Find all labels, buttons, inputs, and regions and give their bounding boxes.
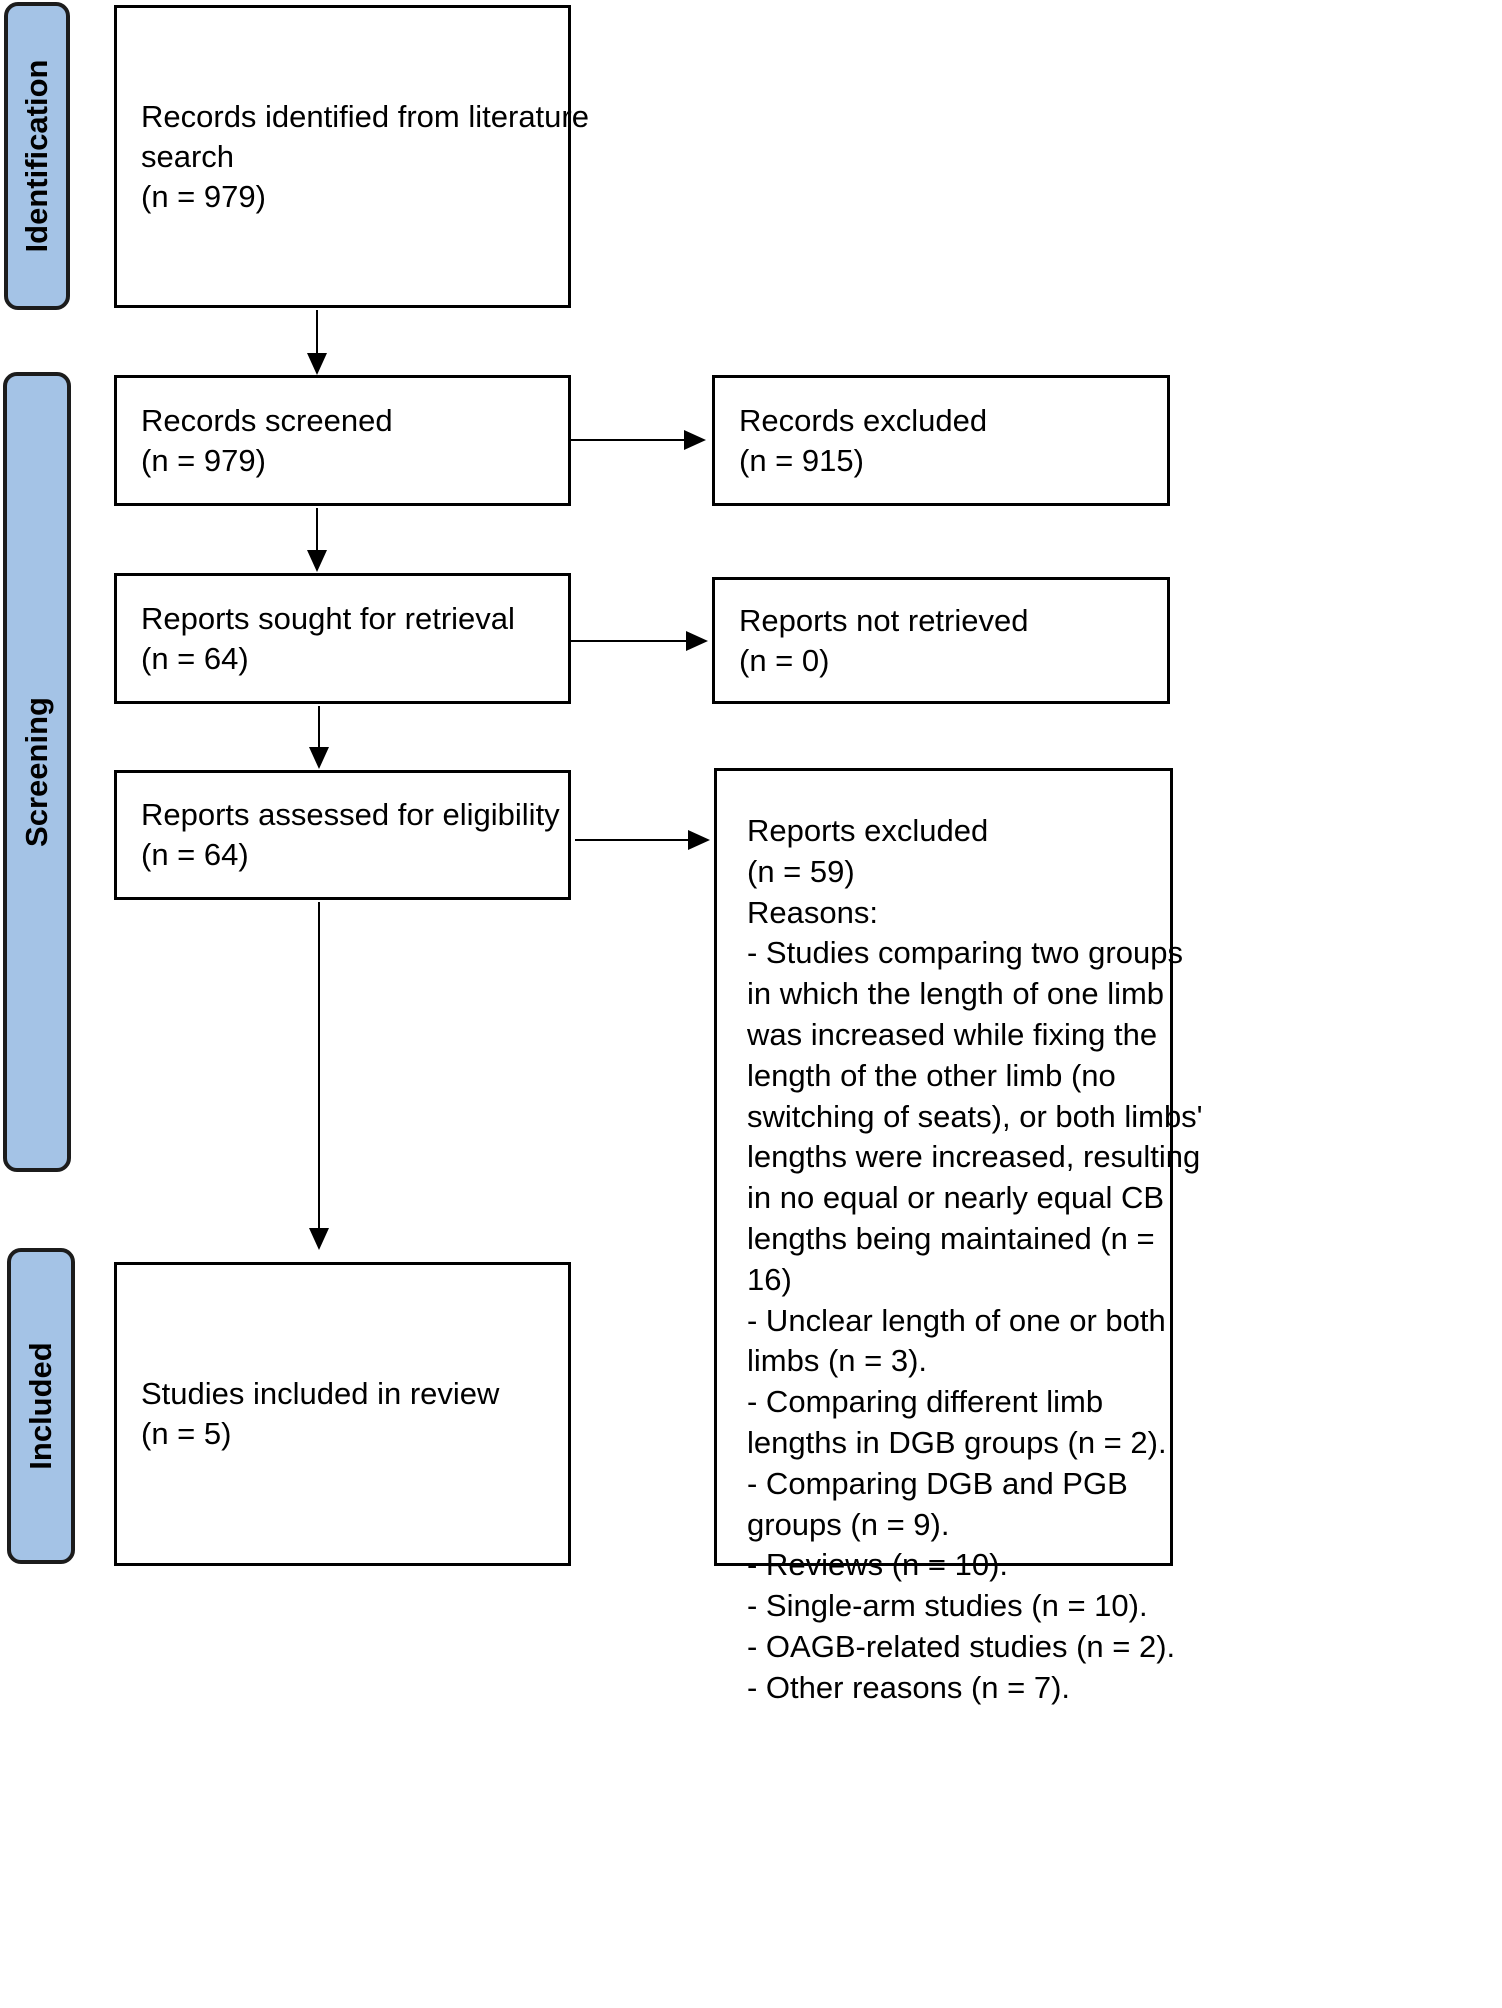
- phase-identification: Identification: [4, 2, 70, 310]
- reports-excluded-line: (n = 59): [747, 853, 855, 889]
- reports-excluded-line: Reports excluded: [747, 813, 989, 848]
- studies-included-count: (n = 5): [141, 1416, 232, 1451]
- arrowhead-sought-to-not-retrieved: [686, 631, 708, 651]
- reports-excluded-line: lengths in DGB groups (n = 2).: [747, 1424, 1167, 1460]
- reports-excluded-line: - Single-arm studies (n = 10).: [747, 1588, 1148, 1624]
- reports-excluded-line: switching of seats), or both limbs': [747, 1098, 1203, 1134]
- reports-assessed-box: Reports assessed for eligibility (n = 64…: [114, 770, 571, 900]
- records-excluded-title: Records excluded: [739, 402, 988, 438]
- reports-excluded-box: Reports excluded (n = 59) Reasons: - Stu…: [714, 768, 1203, 1705]
- records-screened-title: Records screened: [141, 402, 393, 438]
- reports-not-retrieved-title: Reports not retrieved: [739, 602, 1029, 638]
- records-identified-title-line1: Records identified from literature: [141, 98, 589, 134]
- records-identified-count: (n = 979): [141, 178, 266, 214]
- reports-excluded-line: - Reviews (n = 10).: [747, 1547, 1009, 1583]
- reports-assessed-count: (n = 64): [141, 837, 249, 872]
- reports-excluded-line: - Comparing DGB and PGB: [747, 1465, 1128, 1501]
- reports-sought-box: Reports sought for retrieval (n = 64): [114, 573, 571, 704]
- reports-excluded-line: - Comparing different limb: [747, 1384, 1104, 1420]
- arrowhead-screened-to-excluded: [684, 430, 706, 450]
- reports-sought-count: (n = 64): [141, 640, 249, 676]
- reports-excluded-line: length of the other limb (no: [747, 1057, 1116, 1093]
- reports-excluded-line: limbs (n = 3).: [747, 1343, 928, 1379]
- reports-excluded-line: - Studies comparing two groups: [747, 935, 1183, 971]
- arrowhead-sought-to-assessed: [309, 747, 329, 769]
- phase-included: Included: [7, 1248, 75, 1564]
- reports-excluded-line: - OAGB-related studies (n = 2).: [747, 1628, 1176, 1664]
- phase-screening: Screening: [3, 372, 71, 1172]
- records-screened-count: (n = 979): [141, 442, 266, 478]
- reports-excluded-line: in no equal or nearly equal CB: [747, 1180, 1165, 1216]
- records-excluded-count: (n = 915): [739, 442, 864, 478]
- studies-included-box: Studies included in review (n = 5): [114, 1262, 571, 1566]
- arrowhead-assessed-to-included: [309, 1228, 329, 1250]
- records-identified-title-line2: search: [141, 138, 235, 174]
- reports-not-retrieved-count: (n = 0): [739, 642, 830, 678]
- reports-excluded-line: was increased while fixing the: [747, 1016, 1158, 1052]
- reports-excluded-line: 16): [747, 1261, 792, 1297]
- records-identified-box: Records identified from literature searc…: [114, 5, 589, 308]
- records-screened-box: Records screened (n = 979): [114, 375, 571, 506]
- reports-excluded-line: in which the length of one limb: [747, 976, 1165, 1012]
- records-excluded-box: Records excluded (n = 915): [712, 375, 1170, 506]
- reports-excluded-line: lengths being maintained (n =: [747, 1220, 1155, 1256]
- arrowhead-identified-to-screened: [307, 353, 327, 375]
- reports-sought-title: Reports sought for retrieval: [141, 600, 515, 636]
- reports-not-retrieved-box: Reports not retrieved (n = 0): [712, 577, 1170, 704]
- reports-excluded-line: - Unclear length of one or both: [747, 1302, 1166, 1338]
- arrowhead-screened-to-sought: [307, 550, 327, 572]
- arrowhead-assessed-to-reports-excluded: [688, 830, 710, 850]
- reports-excluded-line: - Other reasons (n = 7).: [747, 1669, 1071, 1705]
- reports-excluded-line: Reasons:: [747, 894, 878, 930]
- reports-excluded-line: groups (n = 9).: [747, 1506, 950, 1542]
- reports-excluded-line: lengths were increased, resulting: [747, 1139, 1201, 1175]
- reports-assessed-title: Reports assessed for eligibility: [141, 797, 560, 832]
- studies-included-title: Studies included in review: [141, 1376, 500, 1411]
